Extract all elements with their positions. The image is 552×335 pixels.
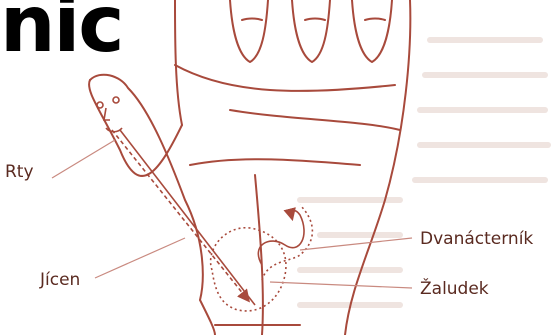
hand-outline [89,0,410,335]
background-text-texture [300,40,548,305]
leader-lines [52,140,412,288]
label-zaludek: Žaludek [420,279,489,299]
stomach-outline [211,228,286,311]
esophagus-path [112,130,255,305]
label-rty: Rty [5,162,34,182]
label-dvanacternik: Dvanácterník [420,229,533,249]
label-jicen: Jícen [40,270,80,290]
